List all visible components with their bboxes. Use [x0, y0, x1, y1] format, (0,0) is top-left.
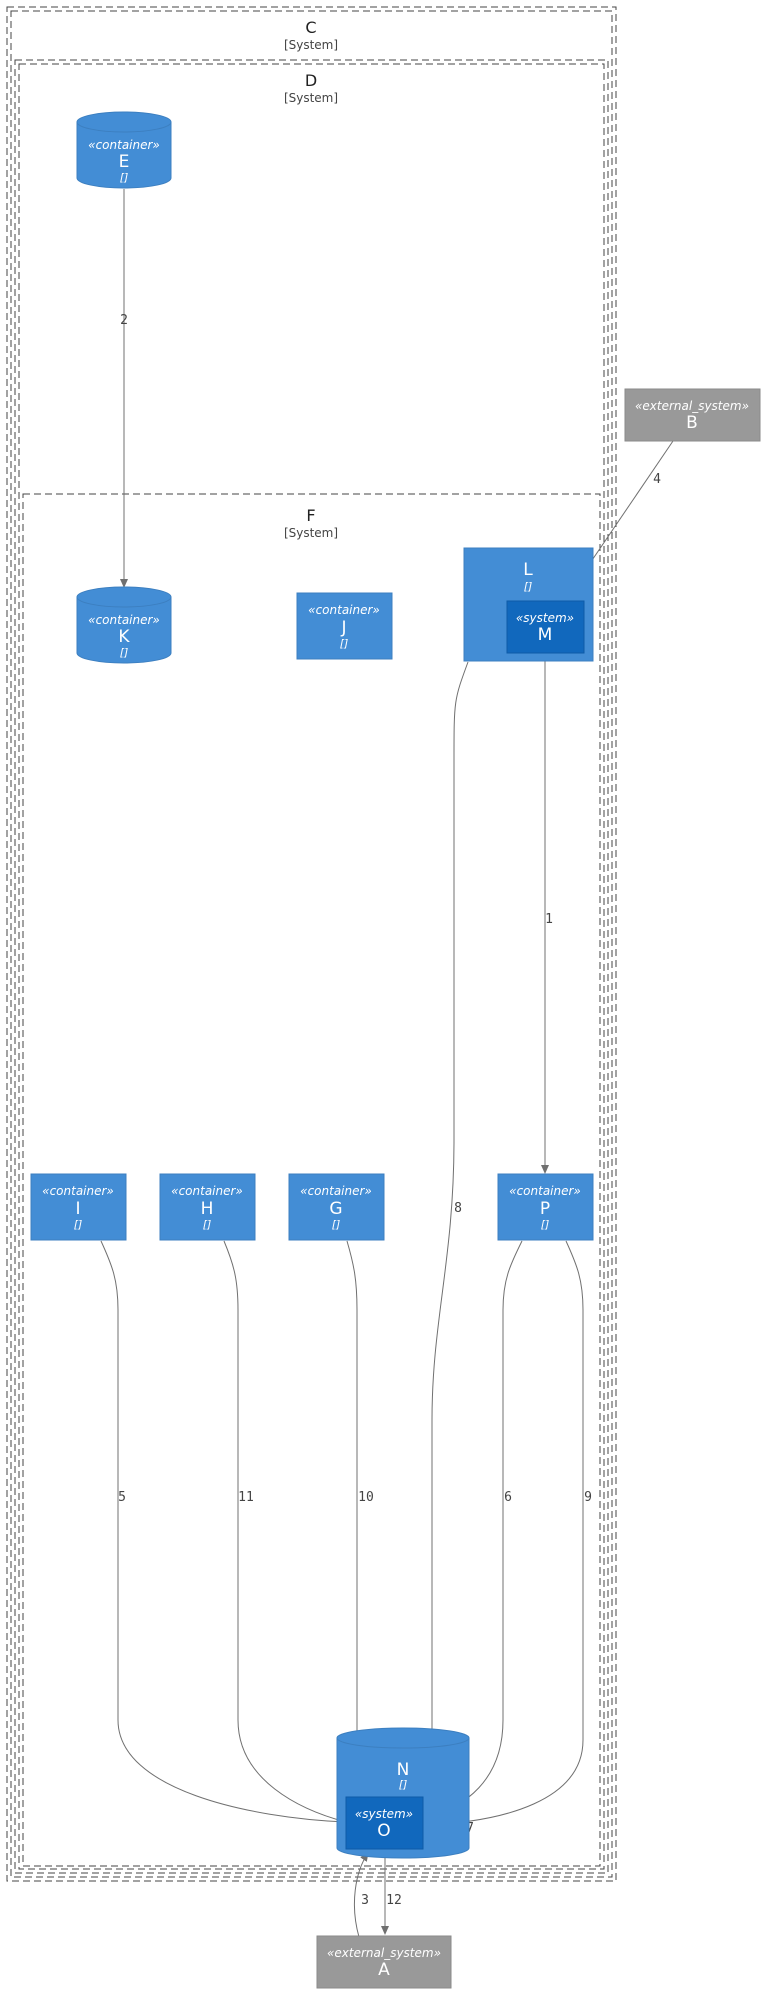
- container-p-tech: []: [541, 1218, 550, 1231]
- container-k[interactable]: «container» K []: [76, 586, 172, 664]
- boundary-c-inner: [10, 10, 613, 1878]
- container-e[interactable]: «container» E []: [76, 111, 172, 189]
- edge-h-to-o: [223, 1240, 347, 1824]
- edge-label-10: 10: [358, 1490, 374, 1505]
- container-e-tech: []: [120, 171, 129, 184]
- edge-label-11: 11: [238, 1490, 254, 1505]
- container-k-stereotype: «container»: [88, 613, 160, 627]
- container-k-body: [76, 597, 172, 664]
- container-n-name: N: [397, 1760, 410, 1780]
- container-h[interactable]: «container» H []: [159, 1173, 256, 1241]
- edges: 2 4 1 8 5 11 10 6 9 7 3 12: [100, 189, 674, 1938]
- container-i-stereotype: «container»: [42, 1184, 114, 1198]
- system-o-stereotype: «system»: [355, 1807, 413, 1821]
- container-g[interactable]: «container» G []: [288, 1173, 385, 1241]
- edge-label-6: 6: [504, 1490, 512, 1505]
- boundary-c: C [System]: [6, 6, 617, 1882]
- container-g-tech: []: [332, 1218, 341, 1231]
- edge-g-to-o: [346, 1240, 375, 1802]
- boundary-c-type: [System]: [284, 38, 338, 52]
- container-j-box: [296, 592, 393, 660]
- container-k-name: K: [118, 627, 130, 647]
- edge-label-9: 9: [584, 1490, 592, 1505]
- container-n-tech: []: [399, 1778, 408, 1791]
- edge-label-7: 7: [466, 1821, 474, 1836]
- container-e-name: E: [119, 152, 130, 172]
- external-system-b-stereotype: «external_system»: [635, 399, 749, 413]
- container-g-stereotype: «container»: [300, 1184, 372, 1198]
- external-system-b-name: B: [686, 413, 698, 433]
- container-h-name: H: [201, 1199, 214, 1219]
- boundary-d-inner: [18, 63, 605, 1870]
- edge-l-to-n: [428, 661, 469, 1791]
- system-o-name: O: [377, 1821, 390, 1841]
- container-j-tech: []: [340, 637, 349, 650]
- container-h-stereotype: «container»: [171, 1184, 243, 1198]
- container-p-name: P: [540, 1199, 550, 1219]
- container-i-tech: []: [74, 1218, 83, 1231]
- edge-a-to-o: [354, 1852, 369, 1938]
- container-p-box: [497, 1173, 594, 1241]
- boundary-c-title: C: [305, 18, 316, 37]
- edge-label-12: 12: [386, 1893, 402, 1908]
- system-m[interactable]: «system» M: [506, 600, 585, 654]
- external-system-b-box: [624, 388, 761, 442]
- boundary-f: F [System]: [22, 493, 601, 1867]
- container-g-name: G: [329, 1199, 342, 1219]
- container-e-stereotype: «container»: [88, 138, 160, 152]
- edge-label-8: 8: [454, 1201, 462, 1216]
- system-o[interactable]: «system» O: [345, 1796, 424, 1850]
- container-i[interactable]: «container» I []: [30, 1173, 127, 1241]
- container-p[interactable]: «container» P []: [497, 1173, 594, 1241]
- system-o-box: [345, 1796, 424, 1850]
- container-i-name: I: [75, 1199, 80, 1219]
- edge-label-2: 2: [120, 313, 128, 328]
- container-l-tech: []: [524, 580, 533, 593]
- boundary-f-rect: [22, 493, 601, 1867]
- boundary-f-title: F: [306, 506, 315, 525]
- container-e-body: [76, 122, 172, 189]
- boundary-d-title: D: [305, 71, 317, 90]
- edge-label-5: 5: [118, 1490, 126, 1505]
- external-system-b[interactable]: «external_system» B: [624, 388, 761, 442]
- external-system-a[interactable]: «external_system» A: [316, 1935, 452, 1989]
- container-j-stereotype: «container»: [308, 603, 380, 617]
- edge-label-1: 1: [545, 912, 553, 927]
- container-j[interactable]: «container» J []: [296, 592, 393, 660]
- external-system-a-name: A: [378, 1960, 390, 1980]
- container-k-top: [76, 586, 172, 608]
- container-i-box: [30, 1173, 127, 1241]
- container-g-box: [288, 1173, 385, 1241]
- boundary-d: D [System]: [14, 59, 609, 1874]
- container-l-name: L: [523, 560, 533, 580]
- boundary-d-outer: [14, 59, 609, 1874]
- boundary-f-type: [System]: [284, 526, 338, 540]
- container-n-top: [336, 1727, 470, 1749]
- external-system-a-box: [316, 1935, 452, 1989]
- container-h-tech: []: [203, 1218, 212, 1231]
- edge-p-to-o-9: [423, 1240, 584, 1829]
- edge-i-to-o: [100, 1240, 347, 1826]
- system-m-stereotype: «system»: [516, 611, 574, 625]
- container-h-box: [159, 1173, 256, 1241]
- container-j-name: J: [340, 618, 346, 638]
- external-system-a-stereotype: «external_system»: [327, 1946, 441, 1960]
- container-k-tech: []: [120, 646, 129, 659]
- boundary-c-outer: [6, 6, 617, 1882]
- system-m-box: [506, 600, 585, 654]
- container-p-stereotype: «container»: [509, 1184, 581, 1198]
- edge-label-4: 4: [653, 472, 661, 487]
- system-m-name: M: [538, 625, 553, 645]
- edge-label-3: 3: [361, 1893, 369, 1908]
- container-e-top: [76, 111, 172, 133]
- boundary-d-type: [System]: [284, 91, 338, 105]
